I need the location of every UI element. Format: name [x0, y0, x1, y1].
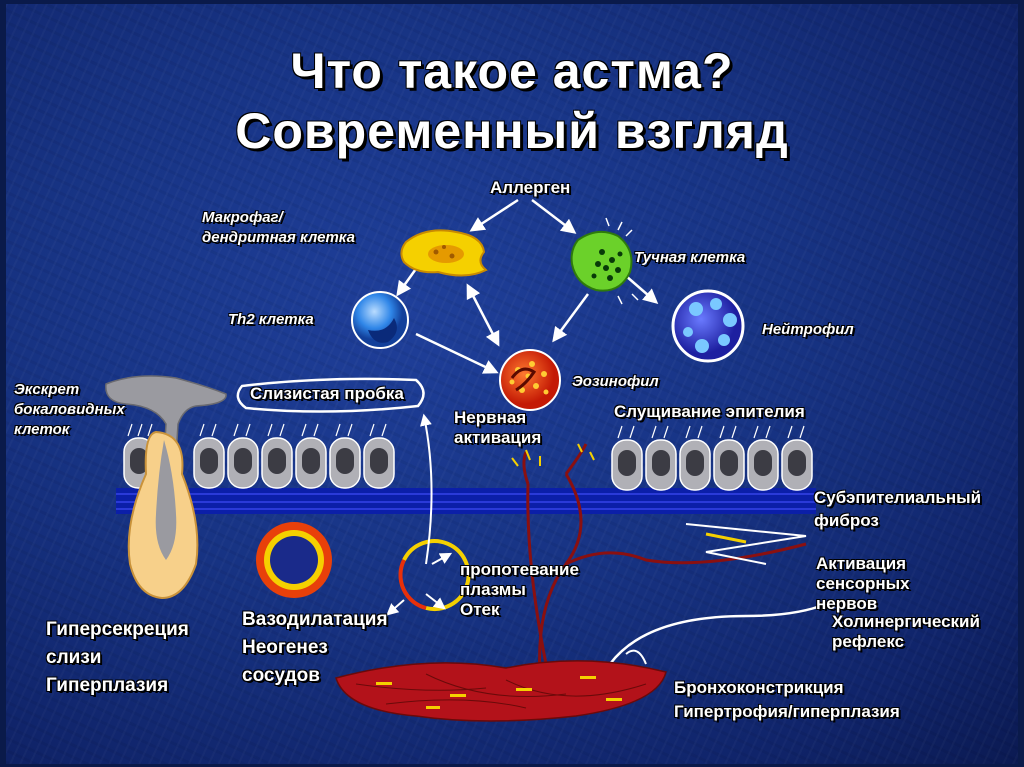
- label-subepithelial-fibrosis: Субэпителиальный фиброз: [814, 488, 982, 530]
- cholinergic-fiber: [609, 602, 827, 665]
- title-line-1: Что такое астма?: [290, 43, 734, 99]
- label-nerve-activation: Нервная активация: [454, 408, 542, 447]
- epithelium-right: [611, 425, 813, 491]
- basement-membrane: [116, 488, 816, 514]
- fibrosis-streak: [685, 523, 807, 565]
- label-goblet-excretion: Экскрет бокаловидных клеток: [14, 381, 125, 438]
- label-vasodilation: Вазодилатация Неогенез сосудов: [242, 609, 388, 686]
- allergen-arrows: [396, 198, 659, 374]
- label-mucus-plug: Слизистая пробка: [250, 384, 404, 403]
- blood-vessel-icon: [256, 522, 332, 598]
- title-line-2: Современный взгляд: [235, 103, 789, 159]
- nerve-fibers: [522, 443, 807, 677]
- nerve-sparks: [511, 443, 595, 467]
- goblet-cell-icon: [127, 430, 199, 600]
- label-bronchoconstriction: Бронхоконстрикция Гипертрофия/гиперплази…: [674, 678, 900, 721]
- label-cholinergic-reflex: Холинергический рефлекс: [832, 612, 980, 651]
- cholinergic-branch: [625, 649, 647, 665]
- macrophage-cell-icon: [400, 229, 488, 277]
- th2-cell-icon: [351, 291, 409, 349]
- mucus-plug-shape: [236, 377, 425, 413]
- label-mast-cell: Тучная клетка: [634, 249, 746, 266]
- label-eosinophil: Эозинофил: [572, 373, 659, 390]
- label-epithelial-shedding: Слущивание эпителия: [614, 402, 805, 421]
- label-neutrophil: Нейтрофил: [762, 321, 854, 338]
- mast-cell-icon: [570, 217, 639, 305]
- label-allergen: Аллерген: [490, 178, 571, 197]
- neutrophil-icon: [671, 289, 745, 363]
- smooth-muscle-icon: [335, 660, 667, 722]
- plasma-leak-arrows: [386, 413, 471, 616]
- slide: Что такое астма? Современный взгляд: [6, 4, 1018, 764]
- label-th2: Th2 клетка: [228, 311, 314, 328]
- diagram-graphics: [105, 198, 827, 722]
- epithelium-left: [123, 423, 395, 489]
- eosinophil-icon: [499, 349, 561, 411]
- label-plasma-leak: пропотевание плазмы Отек: [460, 560, 579, 619]
- label-hypersecretion: Гиперсекреция слизи Гиперплазия: [46, 619, 189, 696]
- label-sensory-activation: Активация сенсорных нервов: [816, 554, 910, 613]
- label-macrophage: Макрофаг/ дендритная клетка: [202, 209, 355, 246]
